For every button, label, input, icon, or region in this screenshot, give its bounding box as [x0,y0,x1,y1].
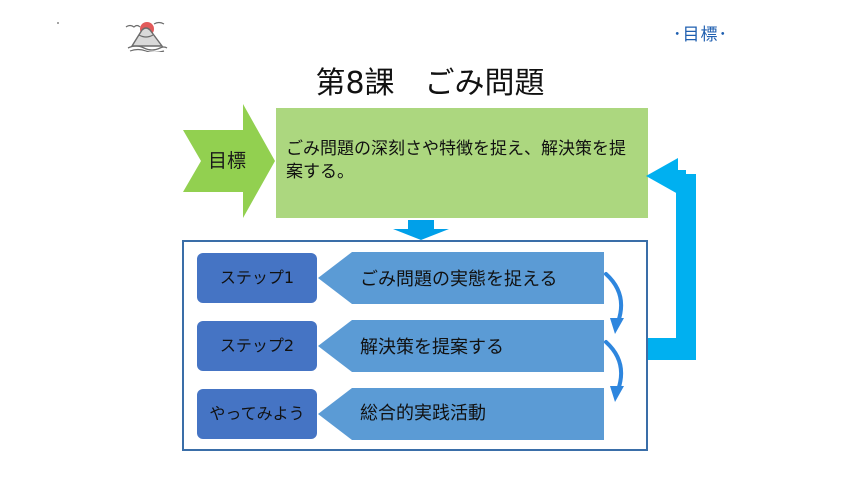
curved-arrow-icon [604,272,624,334]
step-1-arrow [318,252,604,304]
step-2-tab: ステップ2 [197,321,317,371]
goal-text: ごみ問題の深刻さや特徴を捉え、解決策を提案する。 [286,139,626,182]
curved-arrow-icon [604,340,624,402]
goal-box: ごみ問題の深刻さや特徴を捉え、解決策を提案する。 [276,108,648,218]
goal-chevron-arrow [183,104,275,218]
step-2-arrow [318,320,604,372]
step-3-label: 総合的実践活動 [360,403,486,424]
step-1-label: ごみ問題の実態を捉える [360,269,558,290]
page-title: 第8課 ごみ問題 [315,66,545,101]
feedback-loop-arrow-icon [646,158,696,360]
goal-tab-label: 目標 [207,150,246,172]
step-3-arrow [318,388,604,440]
down-arrow-icon [393,220,449,240]
step-3-tab: やってみよう [197,389,317,439]
step-1-tab: ステップ1 [197,253,317,303]
section-tag: ･目標･ [673,25,728,45]
decorative-dot [57,22,59,24]
step-2-label: 解決策を提案する [360,337,504,358]
mount-fuji-sun-logo-icon [125,21,168,52]
